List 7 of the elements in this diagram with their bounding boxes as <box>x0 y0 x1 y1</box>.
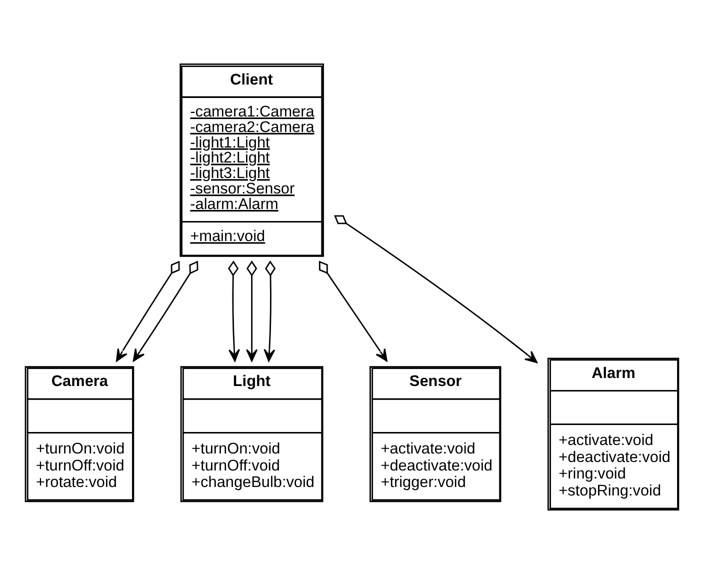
arrow <box>334 215 538 364</box>
arrow <box>264 260 276 362</box>
arrow <box>246 260 258 362</box>
arrow <box>132 260 198 362</box>
arrow <box>116 260 180 362</box>
arrow <box>228 260 240 362</box>
arrow <box>318 260 388 362</box>
